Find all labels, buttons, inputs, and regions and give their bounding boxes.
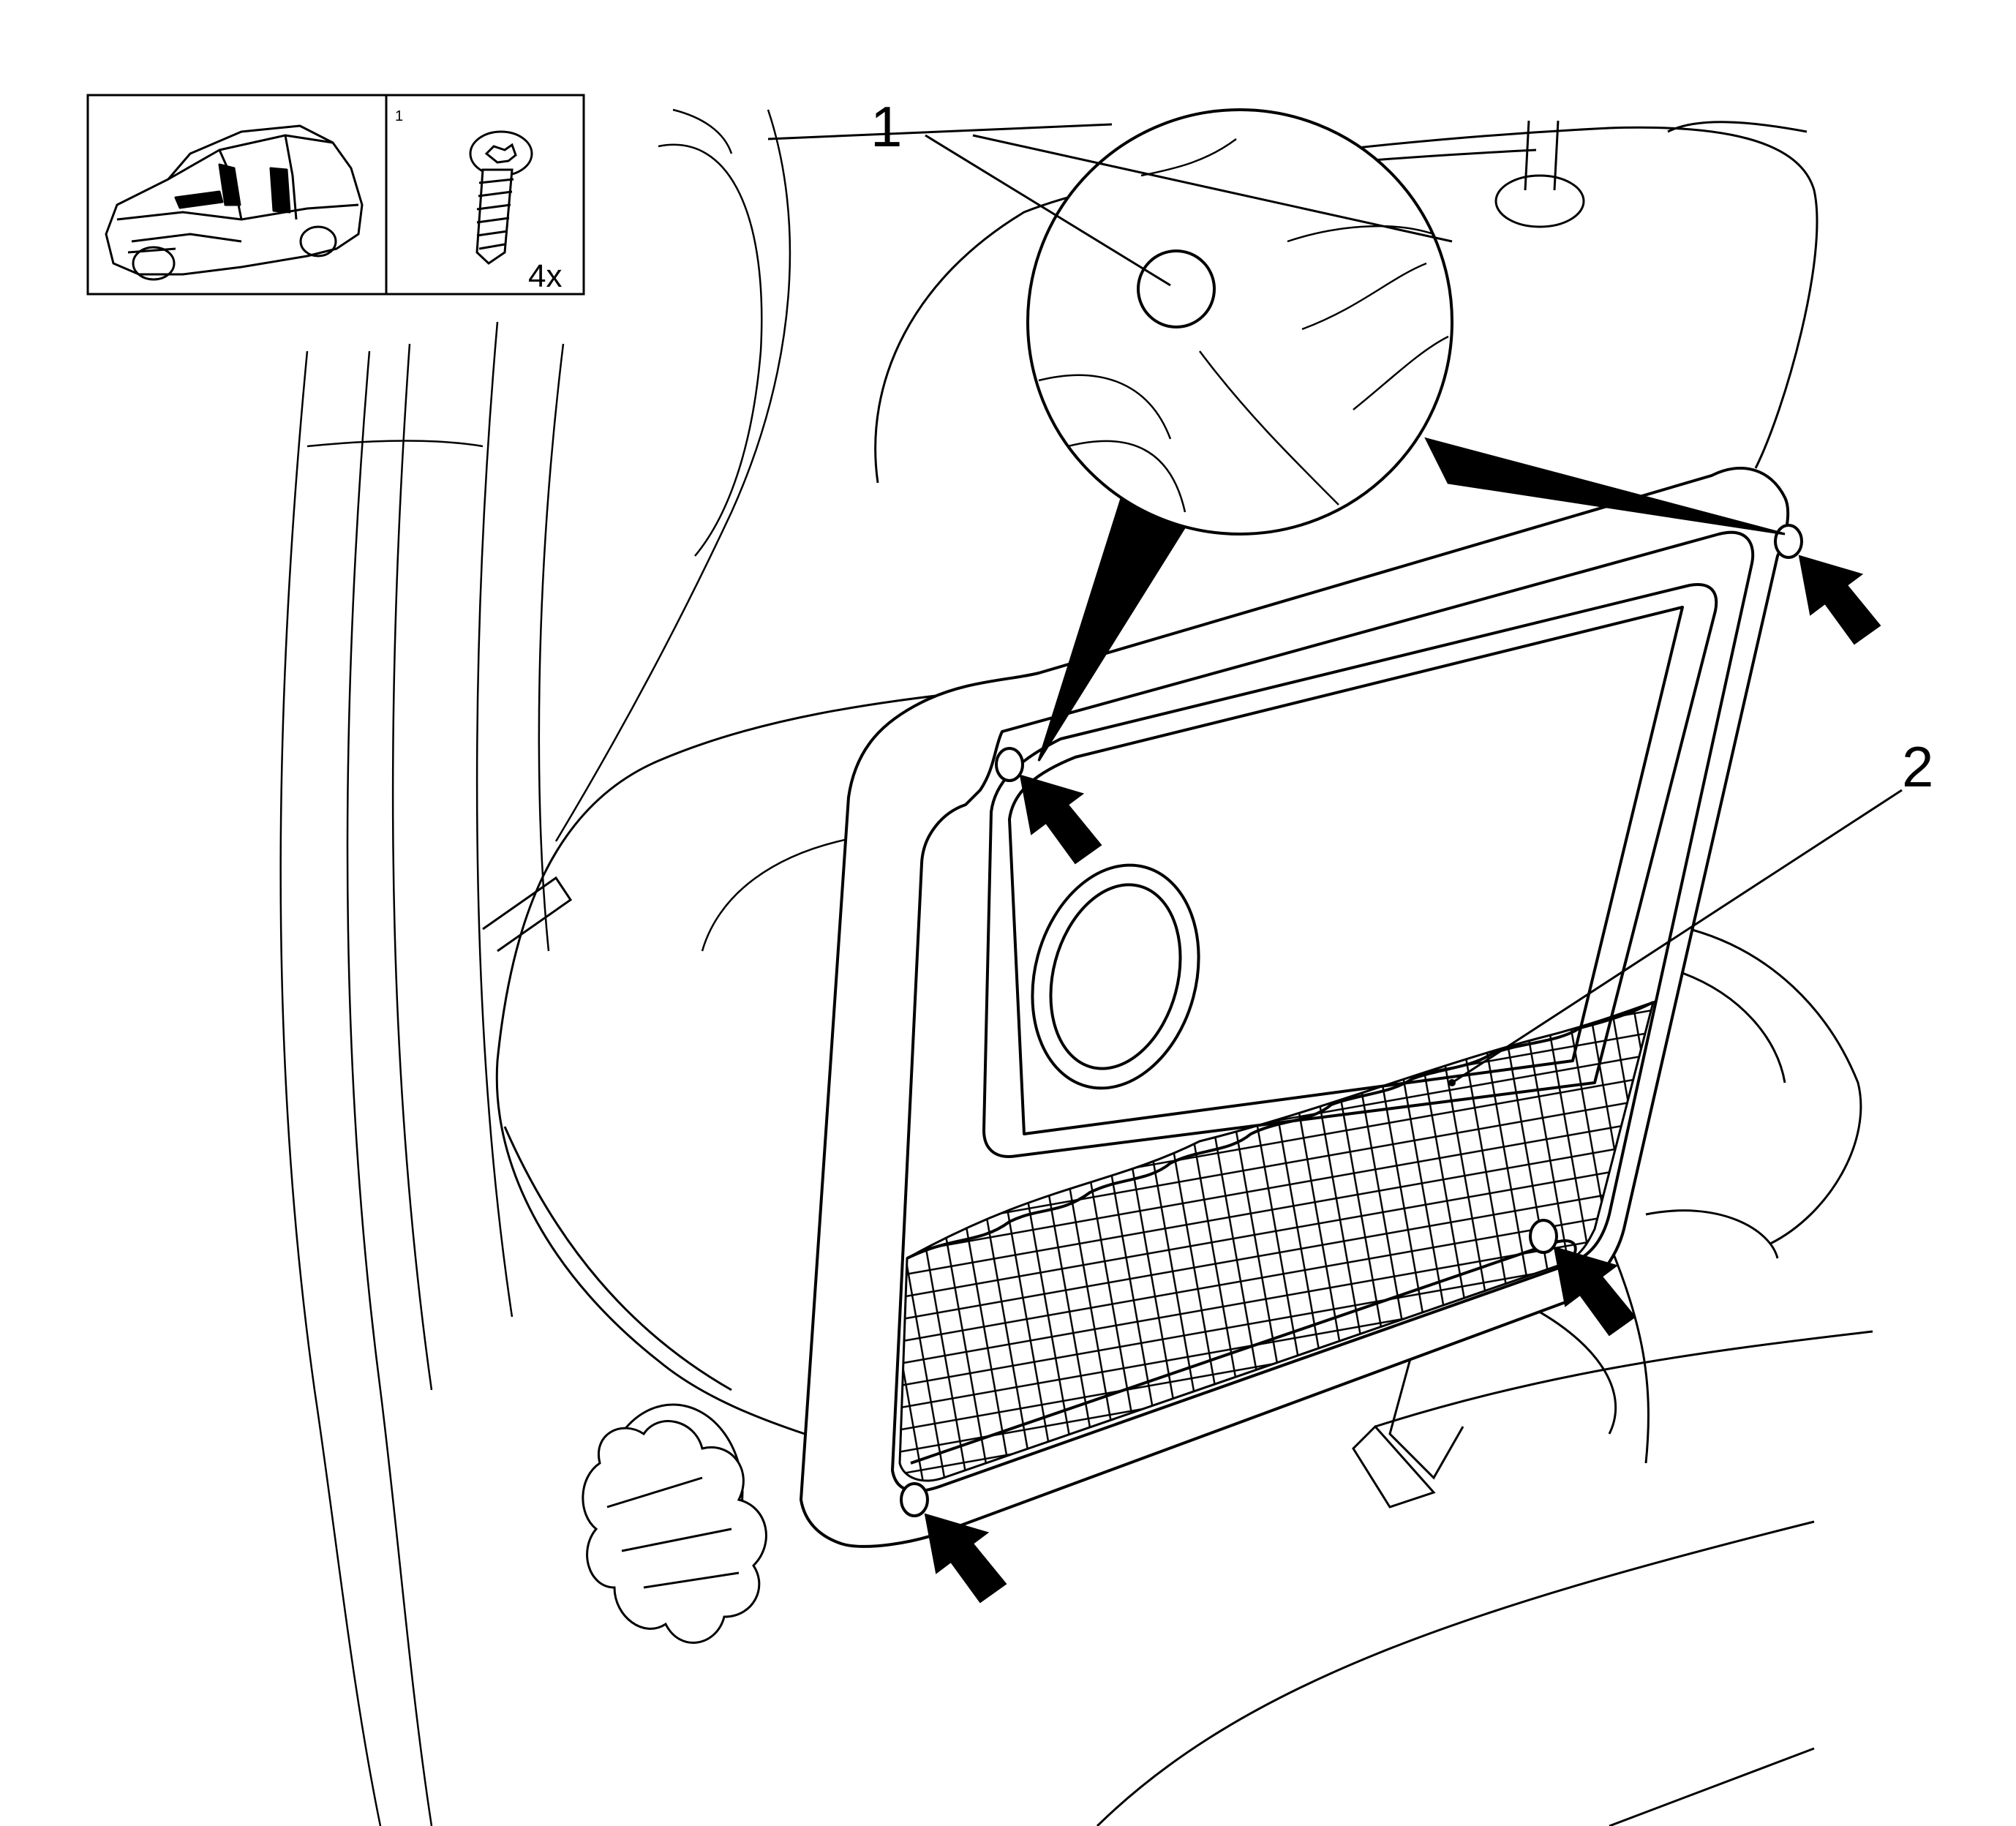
callout-2-label: 2: [1902, 734, 1933, 799]
seat-side: [482, 690, 1873, 1826]
callout-1-label: 1: [870, 94, 902, 159]
arrow-icon: [1798, 555, 1881, 645]
fastener-hole: [900, 1482, 929, 1517]
recline-knob: [582, 1403, 767, 1644]
detail-magnifier: [1026, 108, 1786, 762]
callout-2-anchor: [1448, 1079, 1456, 1086]
callout-leaders: [925, 134, 1903, 1084]
fastener-arrows: [924, 555, 1881, 1604]
fastener-hole: [995, 747, 1024, 782]
legend: 1 4x: [86, 94, 585, 296]
legend-quantity: 4x: [528, 258, 562, 294]
fastener-hole: [1774, 524, 1803, 559]
magnifier-pointer: [1424, 437, 1786, 536]
vehicle-location-icon: [105, 124, 364, 281]
door-pillar: [279, 108, 879, 1826]
arrow-icon: [924, 1513, 1007, 1604]
screw-icon: [469, 130, 533, 265]
arrow-icon: [1019, 774, 1102, 865]
fastener-hole: [1529, 1219, 1558, 1254]
legend-panel-number: 1: [395, 108, 403, 124]
arrow-icon: [1553, 1246, 1636, 1337]
magnified-fastener-hole: [1137, 249, 1216, 328]
